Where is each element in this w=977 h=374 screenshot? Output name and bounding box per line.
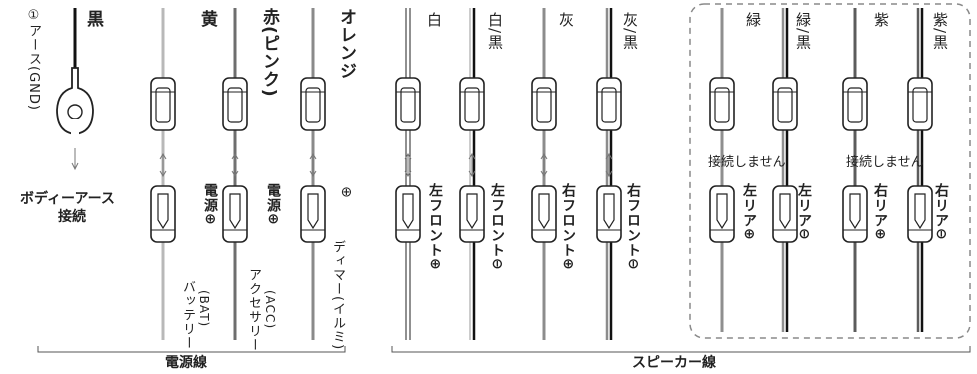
ground-label: ①アース(GND) — [26, 8, 41, 111]
red-wire-female-connector-inner — [227, 87, 243, 123]
white-wire-male-connector-blade — [402, 193, 414, 230]
green-wire-label: 緑 — [744, 12, 762, 28]
white-black-wire-male-connector-blade — [466, 193, 478, 230]
lf-plus-label: 左フロント⊕ — [427, 183, 443, 271]
gray-wire-arrow-up — [540, 153, 548, 160]
purple-black-wire-male-connector-blade — [914, 193, 926, 230]
red-wire-arrow-down — [231, 170, 239, 177]
speaker-group-label: スピーカー線 — [632, 355, 716, 371]
body-ground-label-2: 接続 — [58, 209, 86, 225]
rf-minus-label: 右フロント⊖ — [625, 183, 641, 271]
gray-black-wire-label: 灰/黒 — [621, 12, 639, 51]
power-group-label: 電源線 — [165, 355, 207, 371]
orange-wire-arrow-up — [309, 153, 317, 160]
red-wire-arrow-up — [231, 153, 239, 160]
orange-wire-male-connector-blade — [307, 193, 319, 230]
white-black-wire-female-connector-inner — [464, 87, 480, 123]
rr-minus-label: 右リア⊖ — [933, 183, 949, 241]
lr-plus-label: 左リア⊕ — [741, 183, 757, 241]
orange-wire-female-connector-inner — [305, 87, 321, 123]
red-wire-male-connector-blade — [229, 193, 241, 230]
purple-black-wire-label: 紫/黒 — [931, 12, 949, 51]
white-wire-female-connector-inner — [400, 87, 416, 123]
no-connect-label-left: 接続しません — [708, 155, 786, 170]
green-black-wire-female-connector-inner — [777, 87, 793, 123]
purple-black-wire-female-connector-inner — [912, 87, 928, 123]
gray-wire-arrow-down — [540, 170, 548, 177]
gray-wire-female-connector-inner — [536, 87, 552, 123]
gray-black-wire-female-connector-inner — [601, 87, 617, 123]
green-black-wire-male-connector-blade — [779, 193, 791, 230]
gray-wire-male-connector-blade — [538, 193, 550, 230]
orange-wire-label: オレンジ — [336, 8, 356, 80]
yellow-wire-arrow-up — [159, 153, 167, 160]
gray-black-wire-arrow-up — [605, 153, 613, 160]
power-bracket — [37, 346, 346, 353]
white-black-wire-arrow-up — [468, 153, 476, 160]
rr-plus-label: 右リア⊕ — [872, 183, 888, 241]
green-wire-female-connector-inner — [714, 87, 730, 123]
body-ground-label: ボディーアース — [20, 191, 115, 207]
yellow-wire-female-connector-inner — [155, 87, 171, 123]
gray-black-wire-male-connector-blade — [603, 193, 615, 230]
lr-minus-label: 左リア⊖ — [796, 183, 812, 241]
white-wire-arrow-up — [404, 153, 412, 160]
dimmer-name-label: ディマー(イルミ) — [330, 240, 345, 351]
acc-plus-label: 電源⊕ — [265, 183, 281, 226]
ground-arrow-head — [71, 162, 79, 171]
rf-plus-label: 右フロント⊕ — [560, 183, 576, 271]
white-black-wire-arrow-down — [468, 170, 476, 177]
green-black-wire-label: 緑/黒 — [794, 12, 812, 51]
purple-wire-male-connector-blade — [849, 193, 861, 230]
no-connect-label-right: 接続しません — [846, 155, 924, 170]
gray-wire-label: 灰 — [557, 12, 575, 28]
bat-abbr-label: (BAT) — [197, 290, 211, 328]
acc-name-label: アクセサリー — [246, 268, 261, 352]
white-black-wire-label: 白/黒 — [486, 12, 504, 51]
red-wire-label: 赤(ピンク) — [259, 8, 279, 98]
orange-wire-arrow-down — [309, 170, 317, 177]
black-wire-label: 黒 — [83, 10, 103, 28]
bat-name-label: バッテリー — [180, 280, 195, 350]
acc-abbr-label: (ACC) — [263, 290, 277, 330]
speaker-bracket — [391, 346, 971, 353]
white-wire-arrow-down — [404, 170, 412, 177]
yellow-wire-arrow-down — [159, 170, 167, 177]
lf-minus-label: 左フロント⊖ — [489, 183, 505, 271]
yellow-wire-male-connector-blade — [157, 193, 169, 230]
rear-speaker-box — [689, 3, 971, 339]
green-wire-male-connector-blade — [716, 193, 728, 230]
gray-black-wire-arrow-down — [605, 170, 613, 177]
purple-wire-label: 紫 — [872, 12, 890, 28]
bat-plus-label: 電源⊕ — [202, 183, 218, 226]
ground-ring-slot — [71, 119, 79, 135]
ground-ring-hole — [67, 104, 83, 120]
white-wire-label: 白 — [425, 12, 443, 28]
yellow-wire-label: 黄 — [197, 10, 217, 28]
dimmer-plus-label: ⊕ — [338, 186, 354, 199]
purple-wire-female-connector-inner — [847, 87, 863, 123]
